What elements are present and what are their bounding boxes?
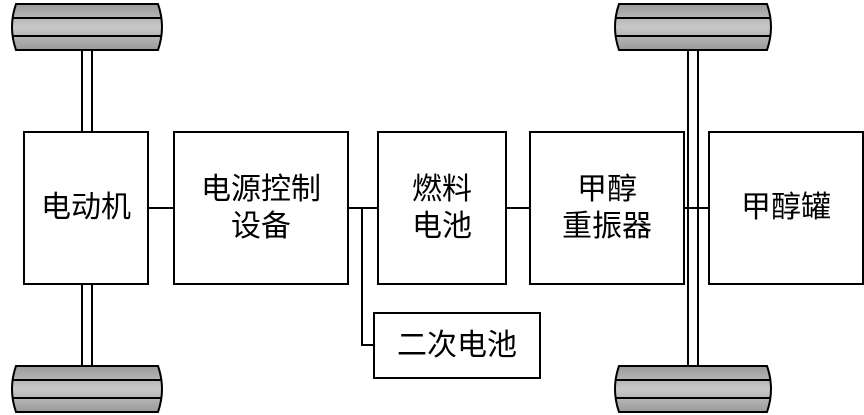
reformer-label: 甲醇 重振器 bbox=[562, 171, 652, 245]
wheel-front-top bbox=[11, 3, 163, 51]
power-control-label: 电源控制 设备 bbox=[201, 171, 321, 245]
secondary-battery-box bbox=[373, 312, 541, 379]
reformer-box bbox=[529, 131, 685, 285]
fuel-cell-box bbox=[377, 131, 507, 285]
tank-box bbox=[708, 131, 864, 285]
wheel-rear-bottom bbox=[614, 365, 772, 413]
motor-box bbox=[23, 131, 149, 285]
tank-label: 甲醇罐 bbox=[741, 190, 831, 226]
secondary-battery-label: 二次电池 bbox=[397, 327, 517, 363]
power-control-box bbox=[173, 131, 349, 285]
link-power-control-battery bbox=[361, 208, 374, 346]
fuel-cell-label: 燃料 电池 bbox=[412, 171, 472, 245]
wheel-front-bottom bbox=[11, 365, 163, 413]
wheel-rear-top bbox=[614, 3, 772, 51]
motor-label: 电动机 bbox=[41, 190, 131, 226]
